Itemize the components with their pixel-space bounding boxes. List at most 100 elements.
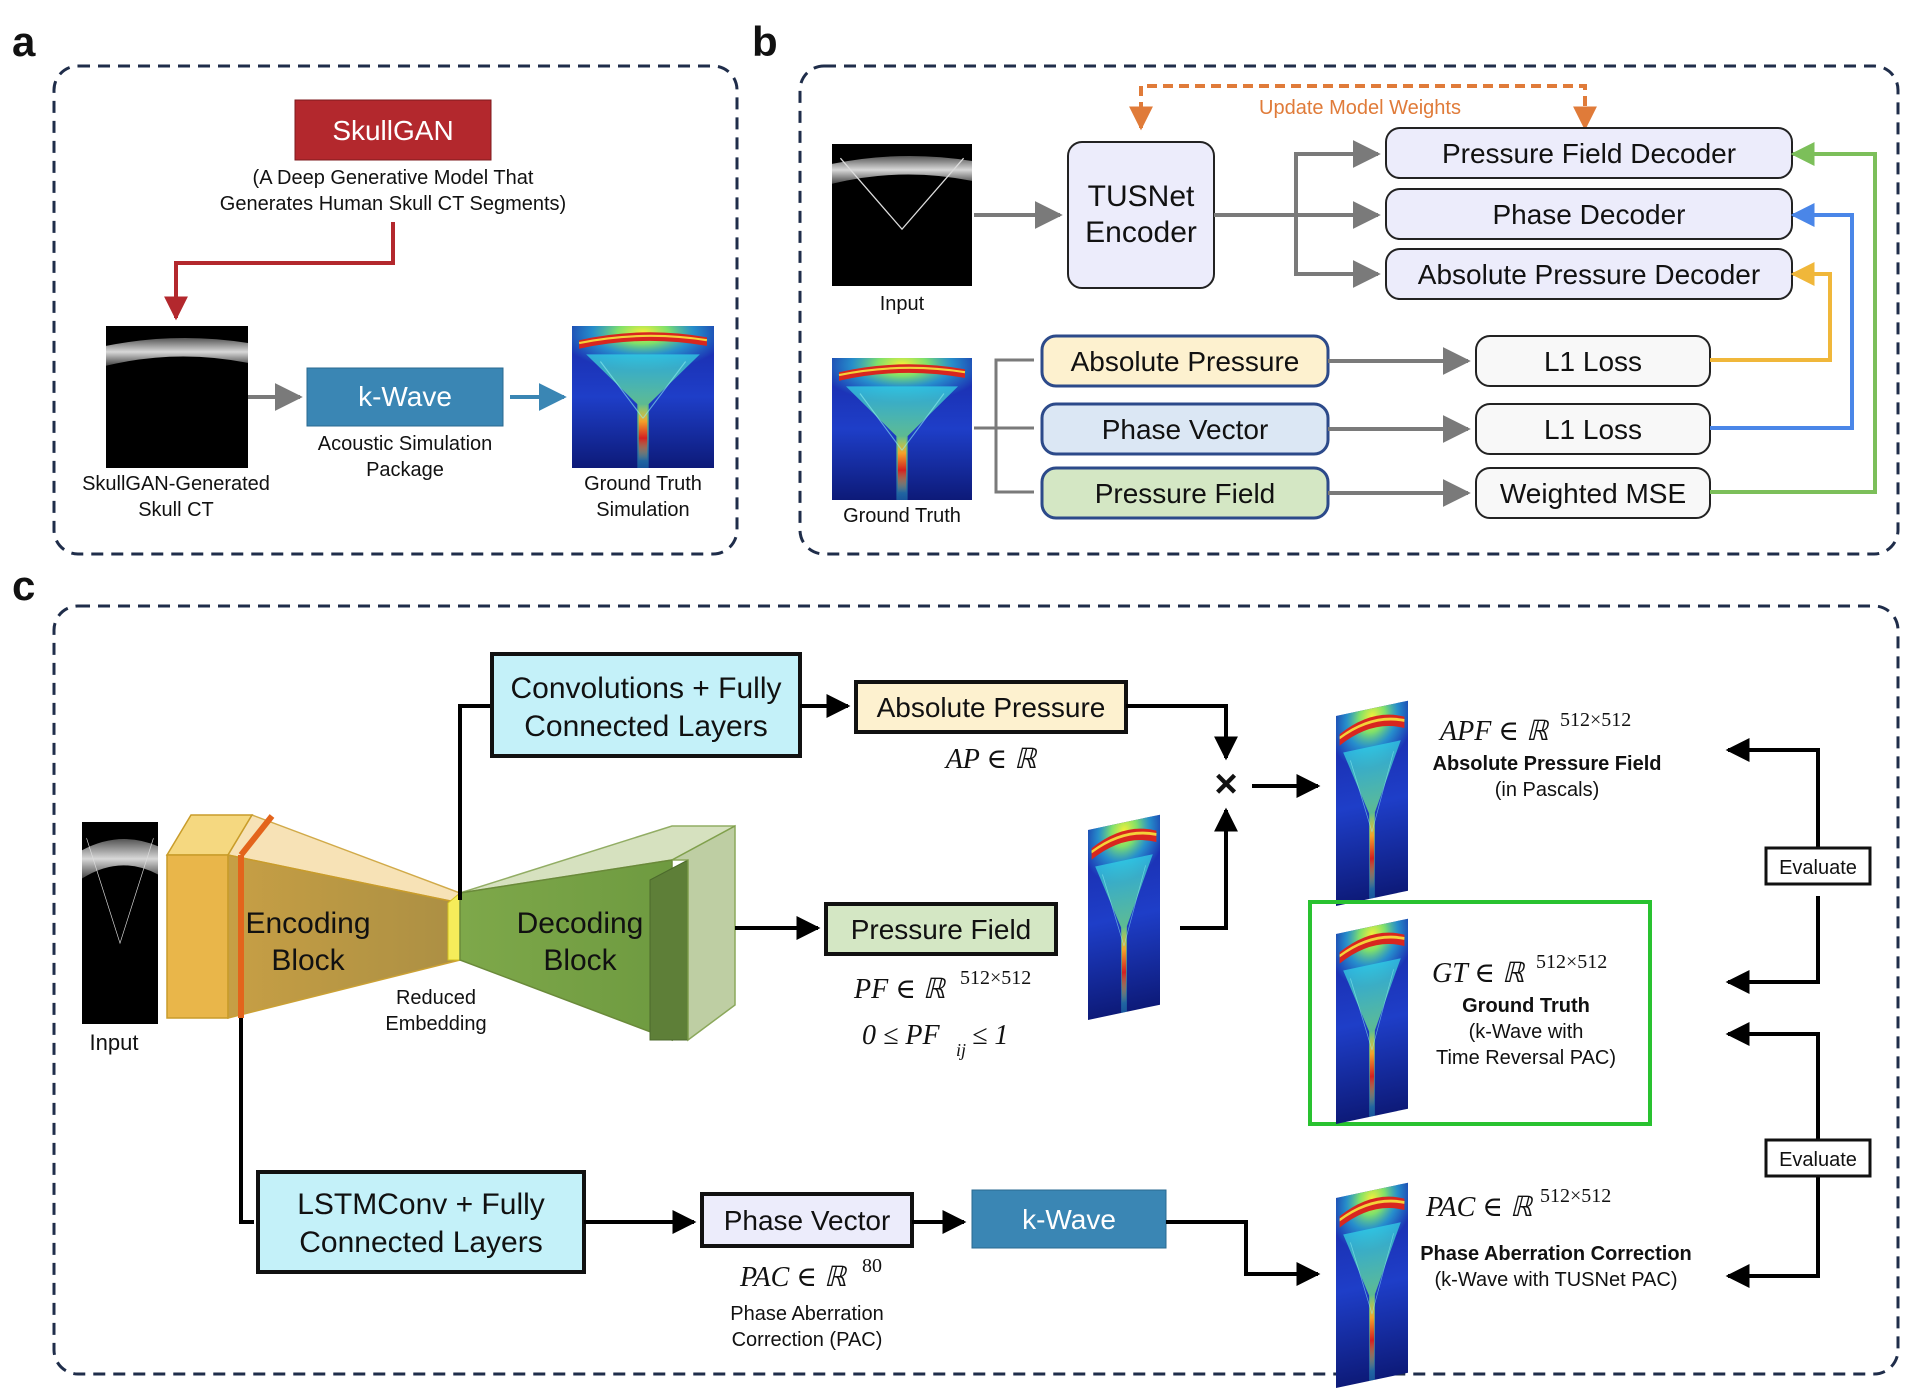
gt-to-targets-bracket-bot [994,428,1034,494]
pac-output-image [1334,1181,1410,1390]
lstm-fc-label-2: Connected Layers [299,1226,543,1259]
evaluate-label-1: Evaluate [1779,857,1857,879]
encoder-to-abs-decoder-arrow [1294,215,1381,288]
pf-output-image [1086,813,1162,1022]
pressure-field-decoder: Pressure Field Decoder [1385,127,1793,179]
pf-range-2: ≤ 1 [972,1020,1008,1051]
absolute-pressure-decoder: Absolute Pressure Decoder [1385,248,1793,300]
panel-b-gt-label: Ground Truth [843,505,961,527]
absolute-pressure-target: Absolute Pressure [1040,334,1330,388]
pac-desc-2: Correction (PAC) [732,1329,883,1351]
panel-c-border [52,604,1900,1376]
ground-truth-sim-image [570,324,716,470]
gt-to-targets-bracket-top [974,358,1034,430]
panel-b-ground-truth-image [830,356,974,502]
phase-decoder-label: Phase Decoder [1492,199,1685,230]
kwave-label-a: k-Wave [358,381,452,412]
phase-vector-target-label: Phase Vector [1102,414,1269,445]
pressure-field-decoder-label: Pressure Field Decoder [1442,138,1736,169]
apf-math-sup: 512×512 [1560,709,1631,731]
encoding-label-1: Encoding [245,907,370,940]
panel-c-input-image [82,822,158,1024]
gt-math-sup: 512×512 [1536,951,1607,973]
weighted-mse-loss-label: Weighted MSE [1500,478,1686,509]
gt-title: Ground Truth [1462,995,1590,1017]
phase-vector-label-c: Phase Vector [724,1205,891,1236]
decoding-label-2: Block [543,944,617,977]
abs-pressure-label-c: Absolute Pressure [877,692,1106,723]
reduced-embedding-slab [447,891,461,961]
ct-caption-2: Skull CT [138,499,214,521]
update-weights-arrow [1129,84,1597,131]
panel-b-input-label: Input [880,293,925,315]
l1-loss-abs: L1 Loss [1475,335,1711,387]
evaluate-1-arrow-down [1725,896,1820,994]
evaluate-box-2 [1764,1138,1872,1178]
absolute-pressure-target-label: Absolute Pressure [1071,346,1300,377]
pacout-title: Phase Aberration Correction [1420,1243,1692,1265]
l1-loss-phase-label: L1 Loss [1544,414,1642,445]
decoding-label-1: Decoding [517,907,644,940]
abs-loss-feedback-arrow [1710,262,1832,362]
kwave-box-c [971,1189,1167,1249]
evaluate-box-1 [1764,846,1872,886]
panel-b-border [798,64,1900,556]
gt-output-image [1334,917,1410,1126]
skullgan-ct-image [106,326,248,468]
panel-b-input-image [832,144,972,286]
pacout-math-sup: 512×512 [1540,1185,1611,1207]
ap-math: AP ∈ ℝ [944,744,1038,775]
evaluate-label-2: Evaluate [1779,1149,1857,1171]
skullgan-label: SkullGAN [332,115,453,146]
apf-subtitle: (in Pascals) [1495,779,1599,801]
pf-range-sub: ij [956,1040,966,1060]
kwave-label-c: k-Wave [1022,1204,1116,1235]
update-weights-label: Update Model Weights [1259,97,1461,119]
skullgan-desc-1: (A Deep Generative Model That [253,167,534,189]
evaluate-2-arrow-up [1725,1022,1820,1140]
reduced-embedding-label-1: Reduced [396,987,476,1009]
kwave-box-a [306,367,504,427]
skullgan-desc-2: Generates Human Skull CT Segments) [220,193,566,215]
pf-math-sup: 512×512 [960,967,1031,989]
pressure-field-target-label: Pressure Field [1095,478,1276,509]
abs-to-multiply-arrow [1126,704,1238,761]
l1-loss-phase: L1 Loss [1475,403,1711,455]
pf-to-multiply-arrow [1180,807,1238,930]
encoding-block [165,814,461,1019]
kwave-desc-1: Acoustic Simulation [318,433,493,455]
pac-desc-1: Phase Aberration [730,1303,883,1325]
gt-subtitle-2: Time Reversal PAC) [1436,1047,1616,1069]
phase-loss-feedback-arrow [1710,203,1854,430]
lstm-fc-label-1: LSTMConv + Fully [297,1188,545,1221]
kwave-desc-2: Package [366,459,444,481]
tusnet-encoder-box [1067,141,1215,289]
phase-decoder: Phase Decoder [1385,188,1793,240]
phase-vector-target: Phase Vector [1040,402,1330,456]
absolute-pressure-decoder-label: Absolute Pressure Decoder [1418,259,1760,290]
apf-image [1334,699,1410,908]
skullgan-to-ct-arrow [164,222,395,321]
ct-caption-1: SkullGAN-Generated [82,473,270,495]
kwave-to-pac-output-arrow [1166,1220,1321,1286]
apf-title: Absolute Pressure Field [1433,753,1662,775]
conv-fc-label-2: Connected Layers [524,710,768,743]
apf-math: APF ∈ ℝ [1438,716,1550,747]
reduced-embedding-label-2: Embedding [385,1013,486,1035]
encoder-to-lstm-line [239,1018,254,1224]
conv-fc-label-1: Convolutions + Fully [511,672,782,705]
weighted-mse-loss: Weighted MSE [1475,467,1711,519]
encoder-to-pf-decoder-arrow [1214,140,1381,217]
gt-subtitle-1: (k-Wave with [1469,1021,1584,1043]
ground-truth-highlight-box [1308,900,1652,1126]
encoding-label-2: Block [271,944,345,977]
skullgan-box [294,99,492,161]
pf-range-1: 0 ≤ PF [862,1020,940,1051]
pac-math-sup: 80 [862,1255,882,1277]
panel-label-b: b [752,18,778,65]
tusnet-encoder-label-1: TUSNet [1088,180,1195,213]
